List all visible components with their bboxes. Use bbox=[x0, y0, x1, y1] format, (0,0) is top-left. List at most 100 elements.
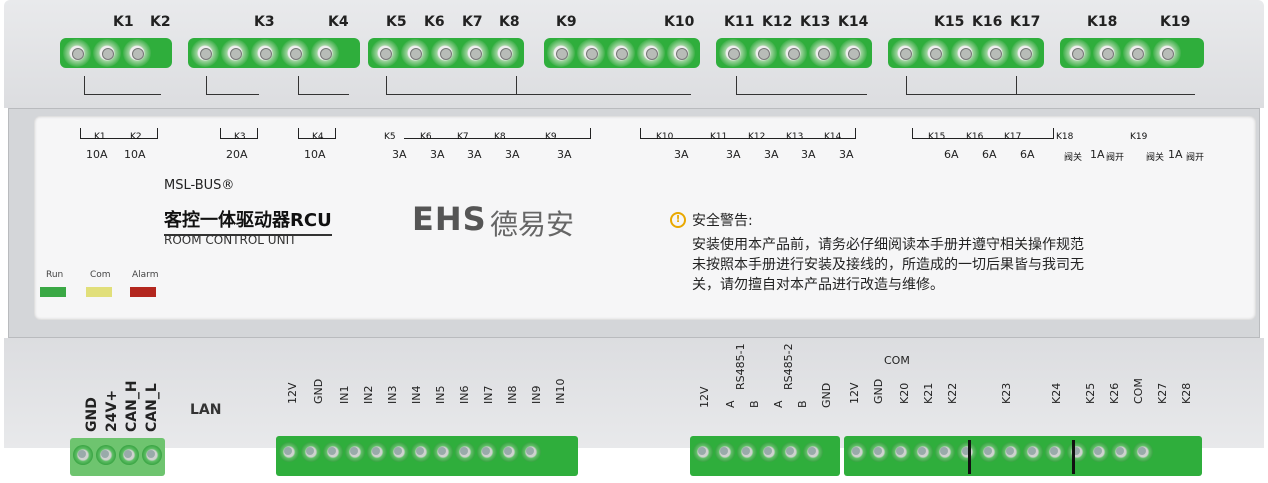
terminal-screw[interactable] bbox=[781, 442, 801, 462]
terminal-screw[interactable] bbox=[957, 442, 977, 462]
terminal-screw[interactable] bbox=[839, 39, 867, 67]
terminal-screw[interactable] bbox=[431, 39, 459, 67]
relay-label: K11 bbox=[724, 14, 755, 30]
relay-label: K12 bbox=[762, 14, 793, 30]
terminal-screw[interactable] bbox=[461, 39, 489, 67]
rating-label: 3A bbox=[430, 148, 445, 161]
terminal-block-k11-k14 bbox=[716, 38, 872, 68]
product-subtitle: ROOM CONTROL UNIT bbox=[164, 233, 297, 247]
front-label-area bbox=[34, 116, 1256, 320]
block-separator bbox=[1072, 440, 1075, 474]
terminal-screw[interactable] bbox=[411, 442, 431, 462]
terminal-screw[interactable] bbox=[921, 39, 949, 67]
terminal-screw[interactable] bbox=[749, 39, 777, 67]
terminal-screw[interactable] bbox=[521, 442, 541, 462]
terminal-screw[interactable] bbox=[311, 39, 339, 67]
terminal-screw[interactable] bbox=[693, 442, 713, 462]
terminal-screw[interactable] bbox=[1011, 39, 1039, 67]
terminal-screw[interactable] bbox=[142, 445, 162, 465]
terminal-screw[interactable] bbox=[869, 442, 889, 462]
terminal-screw[interactable] bbox=[1023, 442, 1043, 462]
terminal-screw[interactable] bbox=[251, 39, 279, 67]
terminal-screw[interactable] bbox=[123, 39, 151, 67]
terminal-screw[interactable] bbox=[935, 442, 955, 462]
terminal-screw[interactable] bbox=[371, 39, 399, 67]
input-label: GND bbox=[312, 378, 325, 404]
valve-open-label: 阀开 bbox=[1106, 153, 1125, 163]
terminal-screw[interactable] bbox=[1089, 442, 1109, 462]
terminal-block-k5-k8 bbox=[368, 38, 524, 68]
relay-label: K17 bbox=[1010, 14, 1041, 30]
terminal-screw[interactable] bbox=[979, 442, 999, 462]
terminal-screw[interactable] bbox=[191, 39, 219, 67]
input-label: IN3 bbox=[386, 385, 399, 404]
rs485-label: 12V bbox=[698, 386, 711, 408]
relay-label: K19 bbox=[1160, 14, 1191, 30]
input-terminal-block bbox=[276, 436, 578, 476]
terminal-screw[interactable] bbox=[93, 39, 121, 67]
relay-label: K7 bbox=[462, 14, 483, 30]
terminal-screw[interactable] bbox=[847, 442, 867, 462]
terminal-screw[interactable] bbox=[221, 39, 249, 67]
terminal-screw[interactable] bbox=[1153, 39, 1181, 67]
terminal-screw[interactable] bbox=[455, 442, 475, 462]
terminal-screw[interactable] bbox=[96, 445, 116, 465]
terminal-screw[interactable] bbox=[891, 39, 919, 67]
terminal-screw[interactable] bbox=[1067, 442, 1087, 462]
terminal-screw[interactable] bbox=[1111, 442, 1131, 462]
terminal-screw[interactable] bbox=[401, 39, 429, 67]
terminal-screw[interactable] bbox=[637, 39, 665, 67]
terminal-screw[interactable] bbox=[1063, 39, 1091, 67]
relay-label: K16 bbox=[972, 14, 1003, 30]
terminal-screw[interactable] bbox=[803, 442, 823, 462]
terminal-screw[interactable] bbox=[367, 442, 387, 462]
terminal-screw[interactable] bbox=[1123, 39, 1151, 67]
rs485-label: A bbox=[772, 400, 785, 408]
relay-label: K3 bbox=[254, 14, 275, 30]
panel-relay-label: K7 bbox=[457, 132, 469, 142]
terminal-screw[interactable] bbox=[607, 39, 635, 67]
terminal-screw[interactable] bbox=[779, 39, 807, 67]
terminal-screw[interactable] bbox=[667, 39, 695, 67]
terminal-screw[interactable] bbox=[345, 442, 365, 462]
rating-label: 6A bbox=[944, 148, 959, 161]
terminal-screw[interactable] bbox=[433, 442, 453, 462]
warning-icon: ! bbox=[670, 212, 686, 228]
can-24v-label: 24V+ bbox=[104, 389, 120, 432]
terminal-screw[interactable] bbox=[477, 442, 497, 462]
terminal-screw[interactable] bbox=[1001, 442, 1021, 462]
terminal-screw[interactable] bbox=[119, 445, 139, 465]
wire-line bbox=[386, 76, 517, 95]
terminal-screw[interactable] bbox=[1045, 442, 1065, 462]
brand-logo-cn: 德易安 bbox=[490, 208, 575, 241]
terminal-screw[interactable] bbox=[759, 442, 779, 462]
terminal-screw[interactable] bbox=[499, 442, 519, 462]
output-label: K24 bbox=[1050, 382, 1063, 404]
terminal-screw[interactable] bbox=[951, 39, 979, 67]
relay-label: K10 bbox=[664, 14, 695, 30]
terminal-screw[interactable] bbox=[715, 442, 735, 462]
can-terminal-block bbox=[70, 438, 165, 476]
terminal-screw[interactable] bbox=[891, 442, 911, 462]
terminal-screw[interactable] bbox=[1093, 39, 1121, 67]
terminal-screw[interactable] bbox=[63, 39, 91, 67]
rs485-label: B bbox=[748, 400, 761, 408]
input-label: 12V bbox=[286, 382, 299, 404]
wire-line bbox=[736, 76, 867, 95]
terminal-screw[interactable] bbox=[323, 442, 343, 462]
terminal-screw[interactable] bbox=[73, 445, 93, 465]
terminal-screw[interactable] bbox=[1133, 442, 1153, 462]
terminal-screw[interactable] bbox=[279, 442, 299, 462]
terminal-screw[interactable] bbox=[301, 442, 321, 462]
terminal-screw[interactable] bbox=[491, 39, 519, 67]
terminal-screw[interactable] bbox=[981, 39, 1009, 67]
terminal-screw[interactable] bbox=[719, 39, 747, 67]
terminal-screw[interactable] bbox=[913, 442, 933, 462]
terminal-block-k1-k2 bbox=[60, 38, 172, 68]
terminal-screw[interactable] bbox=[547, 39, 575, 67]
terminal-screw[interactable] bbox=[577, 39, 605, 67]
terminal-screw[interactable] bbox=[737, 442, 757, 462]
terminal-screw[interactable] bbox=[281, 39, 309, 67]
terminal-screw[interactable] bbox=[389, 442, 409, 462]
terminal-screw[interactable] bbox=[809, 39, 837, 67]
